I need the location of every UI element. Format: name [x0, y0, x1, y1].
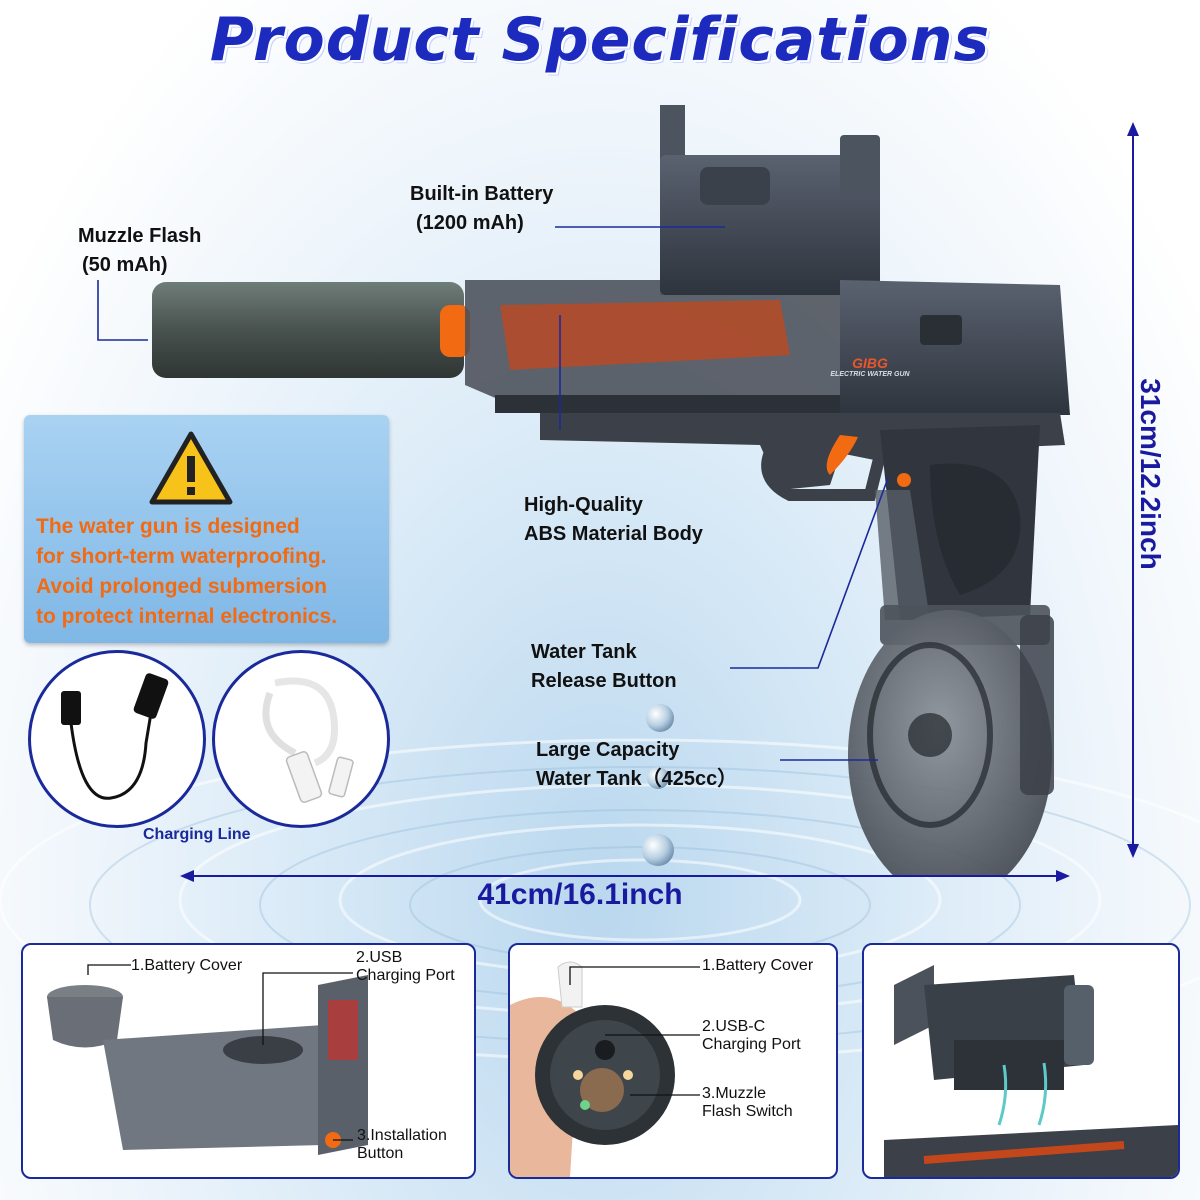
muzzle-flash-switch-label: 3.Muzzle Flash Switch [702, 1085, 793, 1121]
gun-logo-text: GIBG [852, 355, 888, 371]
battery-cover-panel: 1.Battery Cover 2.USB Charging Port 3.In… [21, 943, 476, 1179]
battery-callout: Built-in Battery (1200 mAh) [410, 180, 553, 238]
gun-logo-marking: GIBG ELECTRIC WATER GUN [810, 356, 930, 380]
body-callout-line1: High-Quality [524, 494, 643, 516]
warning-message: The water gun is designed for short-term… [36, 512, 396, 632]
warning-line-4: to protect internal electronics. [36, 605, 338, 628]
sight-installation-illustration [884, 965, 1178, 1177]
tank-callout-line1: Large Capacity [536, 739, 680, 761]
left-panel-leader-lines [87, 964, 353, 1141]
release-button-callout: Water Tank Release Button [531, 638, 677, 696]
white-cable-icon [262, 677, 354, 803]
warning-line-1: The water gun is designed [36, 515, 300, 538]
charging-cable-circle [28, 650, 206, 828]
install-label-line1: 3.Installation [357, 1127, 447, 1144]
water-drops-illustration [642, 704, 674, 866]
warning-triangle-icon [149, 431, 233, 505]
usb-c-label-line2: Charging Port [702, 1036, 801, 1053]
body-material-callout: High-Quality ABS Material Body [524, 491, 703, 549]
page-title: Product Specifications [209, 5, 991, 75]
middle-battery-cover-label: 1.Battery Cover [702, 957, 814, 974]
length-dimension-label: 41cm/16.1inch [477, 878, 683, 911]
muzzle-flash-callout: Muzzle Flash (50 mAh) [78, 222, 201, 280]
sight-unit-illustration [47, 975, 368, 1155]
water-gun-illustration [152, 105, 1070, 875]
gun-model-text: ELECTRIC WATER GUN [830, 371, 910, 378]
battery-callout-line2: (1200 mAh) [416, 212, 524, 234]
warning-panel [24, 415, 389, 643]
warning-line-2: for short-term waterproofing. [36, 545, 327, 568]
usb-c-port-label: 2.USB-C Charging Port [702, 1018, 801, 1054]
water-tank-callout: Large Capacity Water Tank（425cc） [536, 736, 737, 794]
battery-callout-line1: Built-in Battery [410, 183, 554, 205]
warning-line-3: Avoid prolonged submersion [36, 575, 327, 598]
length-dimension-arrow [180, 870, 1070, 882]
charging-line-label: Charging Line [143, 826, 251, 843]
muzzle-callout-line1: Muzzle Flash [78, 225, 202, 247]
muzzle-callout-line2: (50 mAh) [82, 254, 168, 276]
release-callout-line1: Water Tank [531, 641, 637, 663]
left-usb-label-line1: 2.USB [356, 949, 403, 966]
installation-button-label: 3.Installation Button [357, 1127, 447, 1163]
left-usb-label-line2: Charging Port [356, 967, 455, 984]
switch-label-line1: 3.Muzzle [702, 1085, 767, 1102]
install-label-line2: Button [357, 1145, 404, 1162]
usb-c-label-line1: 2.USB-C [702, 1018, 766, 1035]
height-dimension-arrow [1127, 122, 1139, 858]
sight-installation-panel [862, 943, 1180, 1179]
usb-cable-icon [61, 673, 169, 800]
usb-c-cable-circle [212, 650, 390, 828]
muzzle-flash-panel: 1.Battery Cover 2.USB-C Charging Port 3.… [508, 943, 838, 1179]
switch-label-line2: Flash Switch [702, 1103, 793, 1120]
middle-panel-leader-lines [569, 966, 700, 1096]
tank-callout-line2: Water Tank（425cc） [536, 768, 738, 790]
left-battery-cover-label: 1.Battery Cover [131, 957, 243, 974]
left-usb-port-label: 2.USB Charging Port [356, 949, 455, 985]
muzzle-flash-unit-illustration [510, 961, 675, 1177]
release-callout-line2: Release Button [531, 670, 677, 692]
height-dimension-label: 31cm/12.2inch [1135, 378, 1166, 570]
body-callout-line2: ABS Material Body [524, 523, 703, 545]
